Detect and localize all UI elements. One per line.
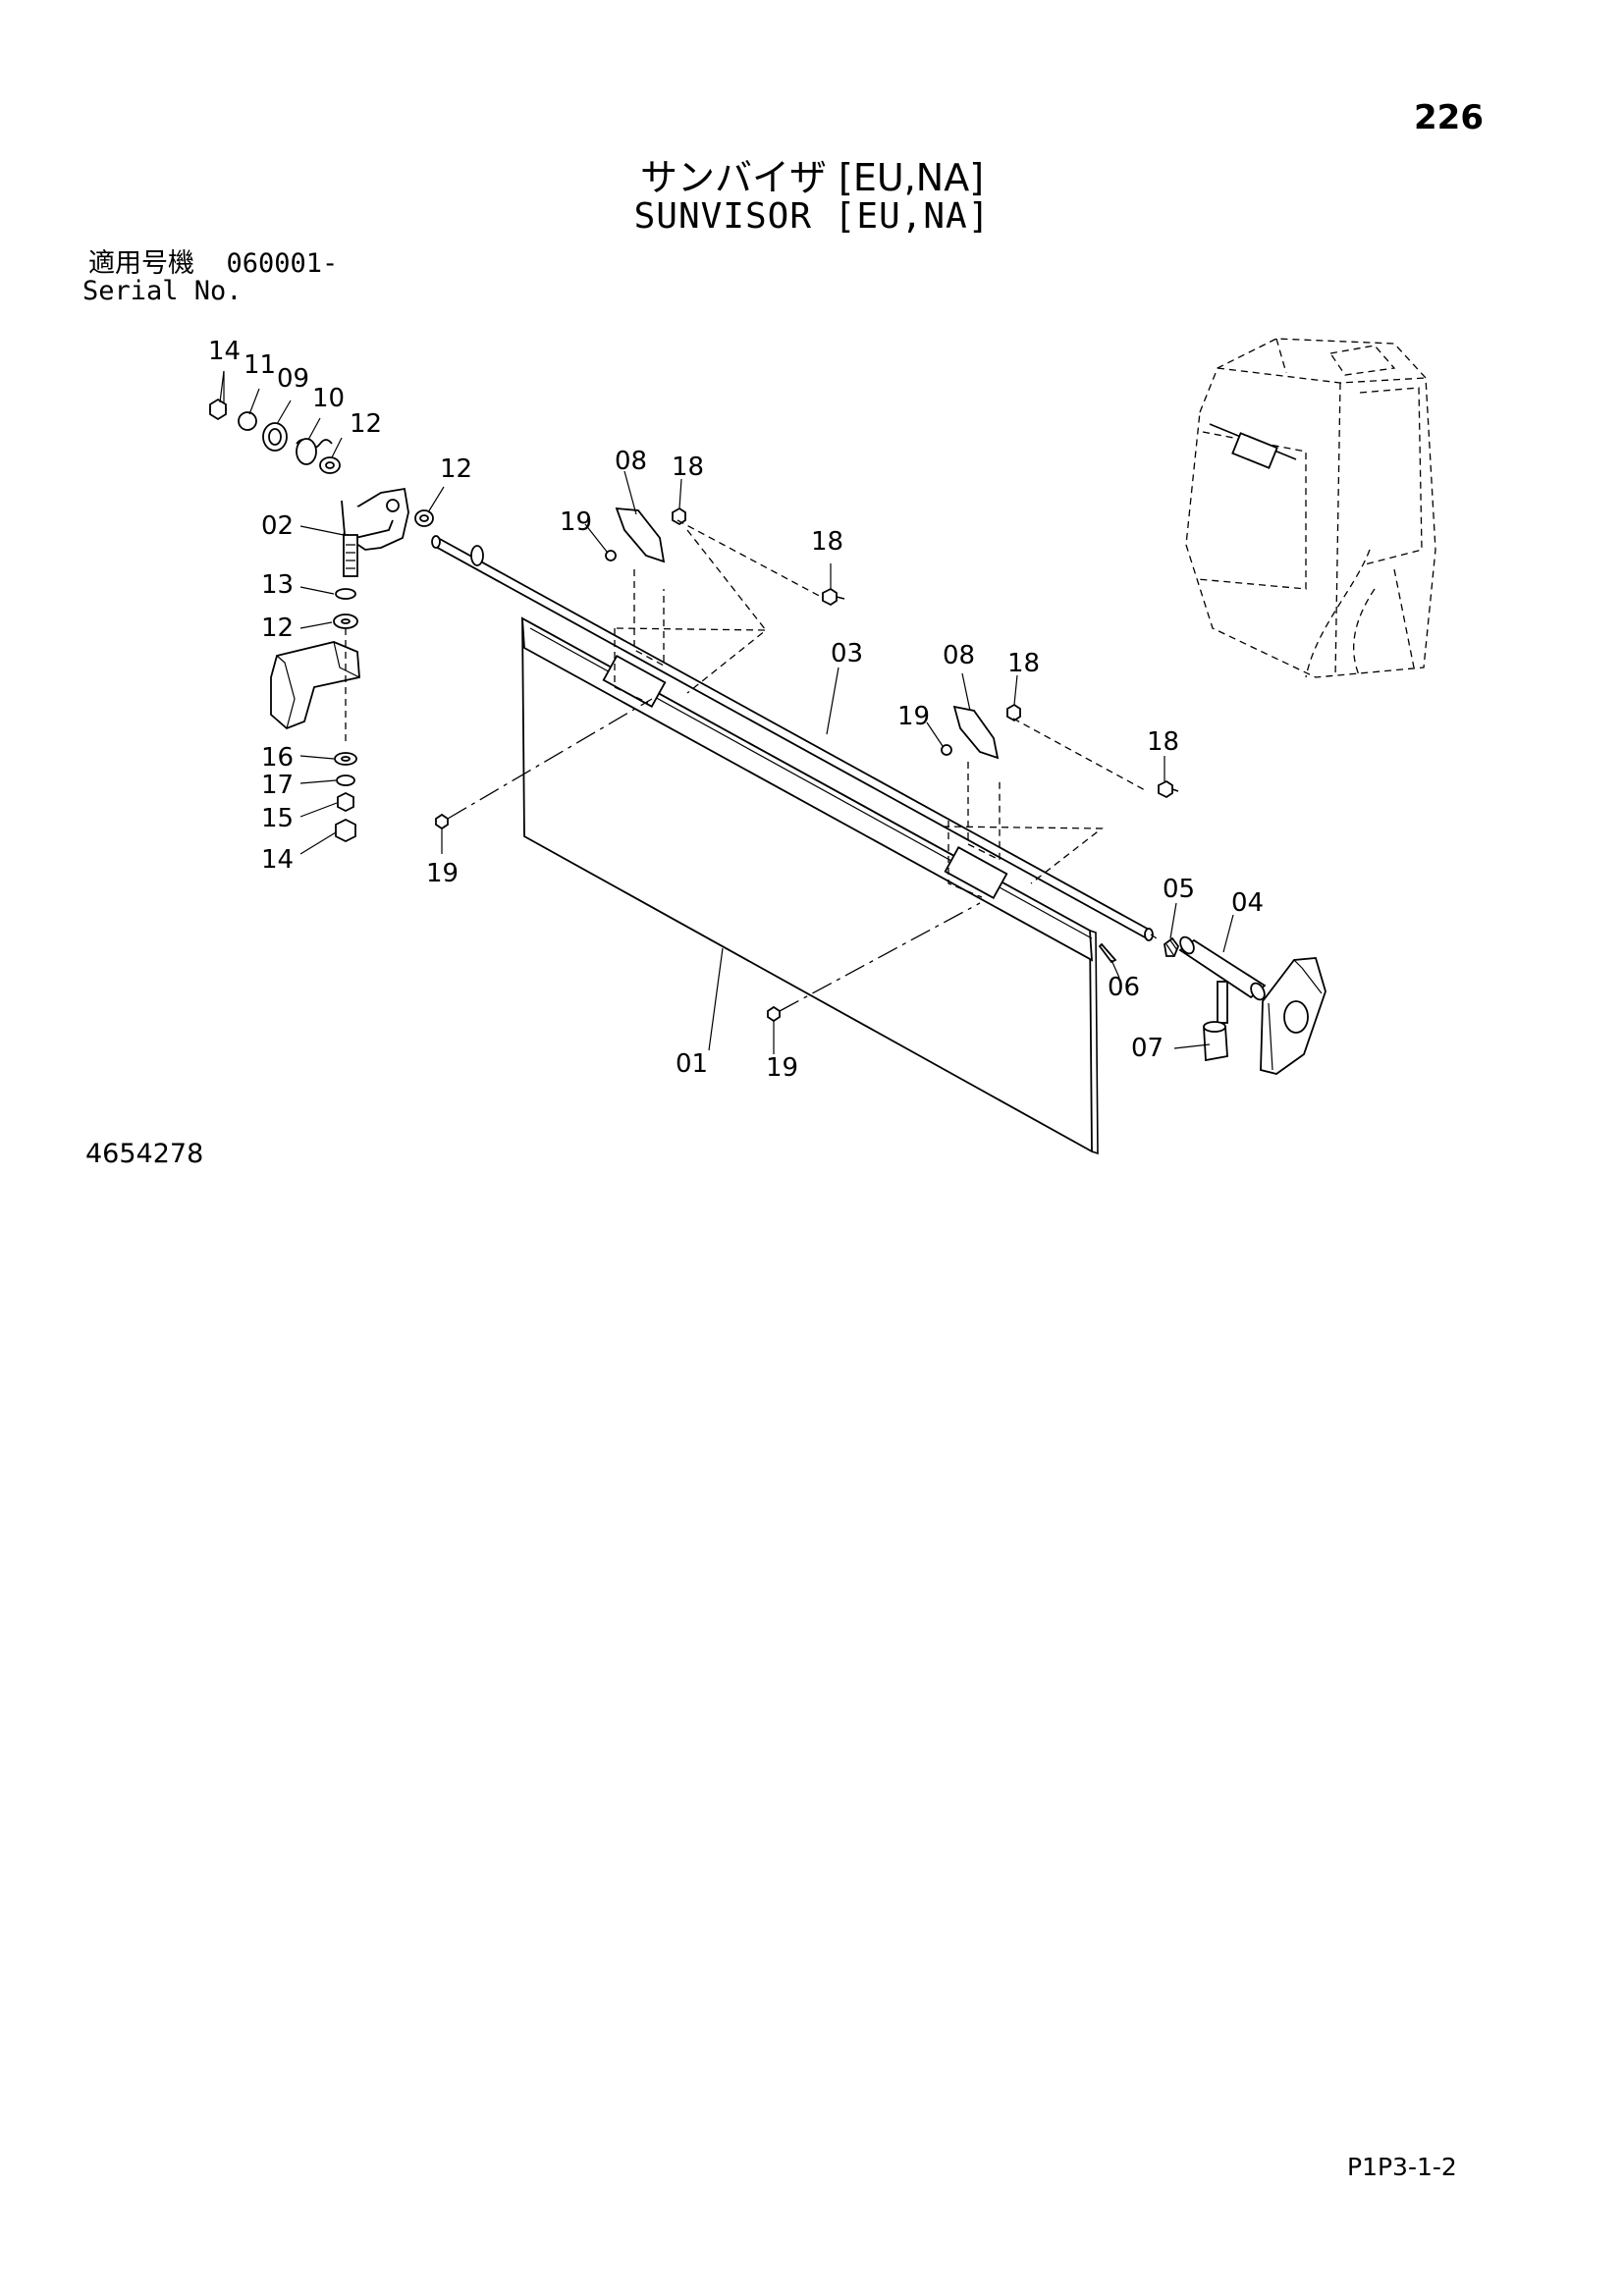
leader-lines <box>219 370 1234 1054</box>
callout-01: 01 <box>676 1049 708 1079</box>
rod <box>431 535 1154 941</box>
callout-18-a: 18 <box>672 453 704 482</box>
callout-03: 03 <box>831 639 863 668</box>
fasteners <box>435 587 1179 1023</box>
callout-08-left: 08 <box>615 447 647 476</box>
callout-05: 05 <box>1163 875 1195 904</box>
callout-04: 04 <box>1231 888 1264 918</box>
callout-labels: 14 11 09 10 12 12 02 13 12 16 17 15 14 0… <box>208 337 1264 1083</box>
callout-07: 07 <box>1131 1034 1164 1063</box>
callout-12-top: 12 <box>350 409 382 439</box>
callout-15: 15 <box>261 804 294 833</box>
callout-08-right: 08 <box>943 641 975 670</box>
hinge-bracket-left <box>605 507 826 704</box>
callout-16: 16 <box>261 743 294 773</box>
callout-12-lower: 12 <box>261 614 294 643</box>
callout-18-d: 18 <box>1147 727 1179 757</box>
serial-row-japanese: 適用号機 060001- <box>88 250 338 278</box>
serial-label-english: Serial No. <box>82 276 243 306</box>
callout-18-b: 18 <box>811 527 843 557</box>
sunvisor-panel <box>520 616 1099 1155</box>
hinge-bracket-right <box>941 703 1148 898</box>
mount-block-and-washers <box>270 588 360 843</box>
callout-14-top: 14 <box>208 337 241 366</box>
handle-assembly <box>1098 935 1326 1075</box>
callout-19-d: 19 <box>766 1053 798 1083</box>
serial-label-japanese: 適用号機 <box>88 248 194 279</box>
callout-12-mid: 12 <box>440 454 472 484</box>
callout-13: 13 <box>261 570 294 600</box>
callout-19-a: 19 <box>560 507 592 537</box>
callout-19-c: 19 <box>426 859 459 888</box>
callout-06: 06 <box>1108 973 1140 1002</box>
callout-02: 02 <box>261 511 294 541</box>
assembly-centerlines <box>447 529 1158 1012</box>
callout-18-c: 18 <box>1007 649 1040 678</box>
callout-10: 10 <box>312 384 345 413</box>
serial-info: 適用号機 060001- Serial No. <box>82 250 338 305</box>
page-title-english: SUNVISOR [EU,NA] <box>633 196 991 237</box>
callout-11: 11 <box>244 350 276 380</box>
pivot-bracket <box>341 487 409 577</box>
callout-09: 09 <box>277 364 309 394</box>
pivot-hardware-stack <box>209 371 434 527</box>
serial-value: 060001- <box>226 248 339 279</box>
callout-19-b: 19 <box>897 702 930 731</box>
callout-17: 17 <box>261 771 294 800</box>
page-code: P1P3-1-2 <box>1347 2153 1457 2181</box>
cab-location-inset <box>1185 338 1436 678</box>
page-title-japanese: サンバイザ [EU,NA] <box>639 156 985 199</box>
page-number: 226 <box>1414 98 1484 137</box>
drawing-number: 4654278 <box>85 1139 204 1169</box>
callout-14-bottom: 14 <box>261 845 294 875</box>
